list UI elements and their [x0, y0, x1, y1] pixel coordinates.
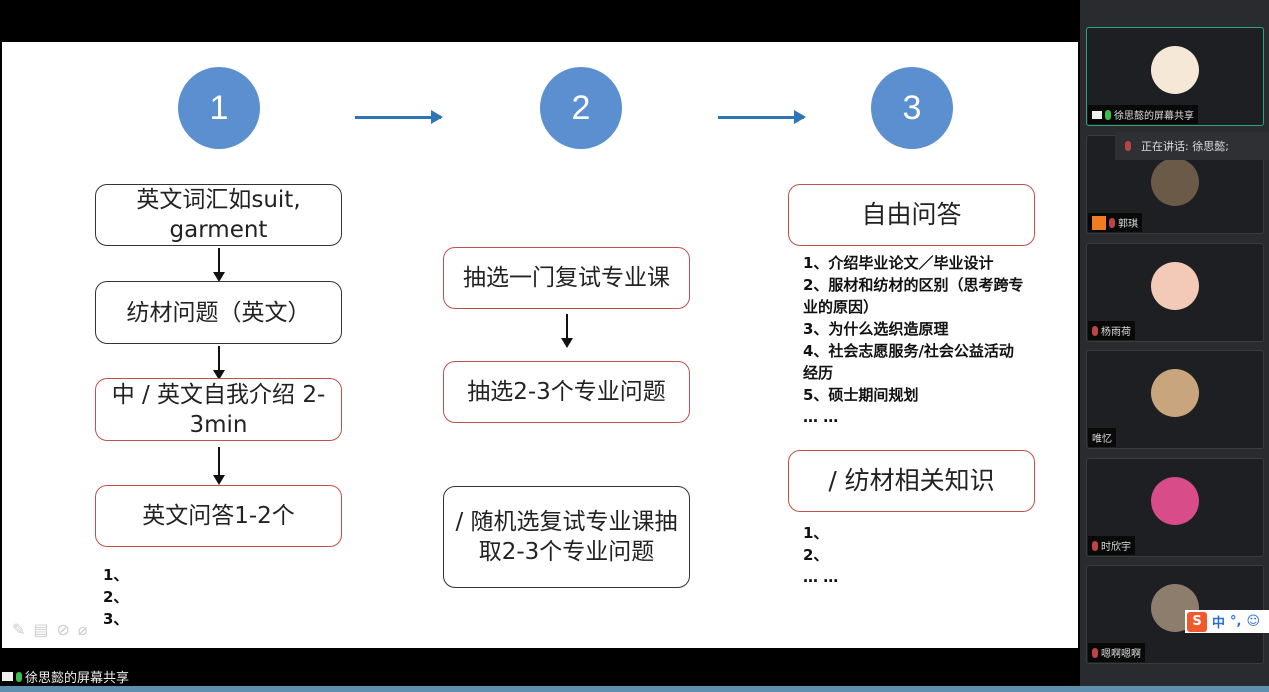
participant-name: 时欣宇	[1088, 536, 1135, 555]
list-item: … …	[803, 408, 839, 426]
list-item: 1、	[803, 524, 829, 542]
arrow-down-icon	[213, 447, 225, 485]
screen-share-icon	[2, 672, 13, 681]
participant-name: 嗯啊嗯啊	[1088, 643, 1145, 662]
arrow-right-icon	[718, 110, 806, 124]
free-qa-list: 1、介绍毕业论文／毕业设计 2、服材和纺材的区别（思考跨专业的原因） 3、为什么…	[803, 252, 1028, 428]
mic-muted-icon	[1109, 217, 1115, 228]
avatar	[1151, 46, 1199, 94]
mic-muted-icon	[1092, 647, 1098, 658]
english-qa-box: 英文问答1-2个	[95, 485, 342, 547]
free-qa-box: 自由问答	[788, 184, 1035, 246]
textile-knowledge-list: 1、 2、 … …	[803, 522, 838, 588]
step-circle-3: 3	[871, 67, 953, 149]
list-item: 5、硕士期间规划	[803, 386, 919, 404]
participant-name: 杨雨荷	[1088, 321, 1135, 340]
list-item: 4、社会志愿服务/社会公益活动经历	[803, 342, 1014, 382]
emoji-icon[interactable]: ☺	[1246, 614, 1261, 629]
col1-list: 1、 2、 3、	[103, 564, 128, 630]
arrow-down-icon	[561, 314, 573, 348]
taskbar-strip	[0, 686, 1269, 692]
textile-knowledge-box: / 纺材相关知识	[788, 450, 1035, 512]
mic-icon	[1105, 109, 1111, 120]
mic-muted-icon	[1125, 141, 1131, 151]
step-circle-2: 2	[540, 67, 622, 149]
share-label-text: 徐思懿的屏幕共享	[25, 671, 130, 686]
name-text: 郭琪	[1118, 219, 1138, 230]
participant-name: 徐思懿的屏幕共享	[1088, 105, 1198, 124]
list-item: 1、	[103, 566, 129, 584]
name-text: 徐思懿的屏幕共享	[1114, 111, 1194, 122]
avatar	[1151, 158, 1199, 206]
arrow-down-icon	[213, 248, 225, 282]
name-text: 杨雨荷	[1101, 327, 1131, 338]
list-item: … …	[803, 568, 839, 586]
list-item: 3、为什么选织造原理	[803, 320, 949, 338]
participant-tile[interactable]: 唯忆	[1086, 350, 1264, 449]
random-course-box: / 随机选复试专业课抽取2-3个专业问题	[443, 486, 690, 588]
name-text: 唯忆	[1092, 434, 1112, 445]
ime-toolbar[interactable]: S 中 °, ☺	[1185, 610, 1269, 633]
arrow-down-icon	[213, 346, 225, 380]
mic-muted-icon	[1092, 325, 1098, 336]
participant-tile[interactable]: 杨雨荷	[1086, 243, 1264, 342]
annotation-toolbar[interactable]: ✎▤⊘⌀	[12, 620, 96, 639]
share-label: 徐思懿的屏幕共享	[2, 667, 129, 686]
speaking-tooltip: 正在讲话: 徐思懿;	[1115, 132, 1269, 160]
name-text: 嗯啊嗯啊	[1101, 649, 1141, 660]
list-item: 2、	[103, 588, 129, 606]
screen-share-view: 1 2 3 英文词汇如suit, garment 纺材问题（英文） 中 / 英文…	[0, 0, 1080, 686]
self-intro-box: 中 / 英文自我介绍 2-3min	[95, 378, 342, 441]
arrow-right-icon	[355, 110, 443, 124]
vocab-box: 英文词汇如suit, garment	[95, 184, 342, 246]
list-item: 2、	[803, 546, 829, 564]
participant-name: 郭琪	[1088, 213, 1142, 232]
mic-icon	[16, 671, 22, 682]
ime-punct[interactable]: °,	[1230, 614, 1242, 629]
participant-tile[interactable]: 徐思懿的屏幕共享	[1086, 27, 1264, 126]
tooltip-text: 正在讲话: 徐思懿;	[1141, 140, 1229, 153]
list-item: 1、介绍毕业论文／毕业设计	[803, 254, 994, 272]
avatar	[1151, 369, 1199, 417]
screen-share-icon	[1092, 110, 1102, 119]
question-select-box: 抽选2-3个专业问题	[443, 361, 690, 423]
course-select-box: 抽选一门复试专业课	[443, 247, 690, 309]
slide: 1 2 3 英文词汇如suit, garment 纺材问题（英文） 中 / 英文…	[2, 42, 1078, 648]
avatar	[1151, 477, 1199, 525]
mic-muted-icon	[1092, 540, 1098, 551]
user-icon	[1092, 215, 1106, 230]
name-text: 时欣宇	[1101, 542, 1131, 553]
sogou-logo-icon: S	[1187, 611, 1207, 632]
participant-name: 唯忆	[1088, 428, 1116, 447]
avatar	[1151, 262, 1199, 310]
textile-question-box: 纺材问题（英文）	[95, 281, 342, 344]
ime-mode[interactable]: 中	[1212, 616, 1226, 631]
participant-tile[interactable]: 时欣宇	[1086, 458, 1264, 557]
step-circle-1: 1	[178, 67, 260, 149]
list-item: 2、服材和纺材的区别（思考跨专业的原因）	[803, 276, 1024, 316]
list-item: 3、	[103, 610, 129, 628]
